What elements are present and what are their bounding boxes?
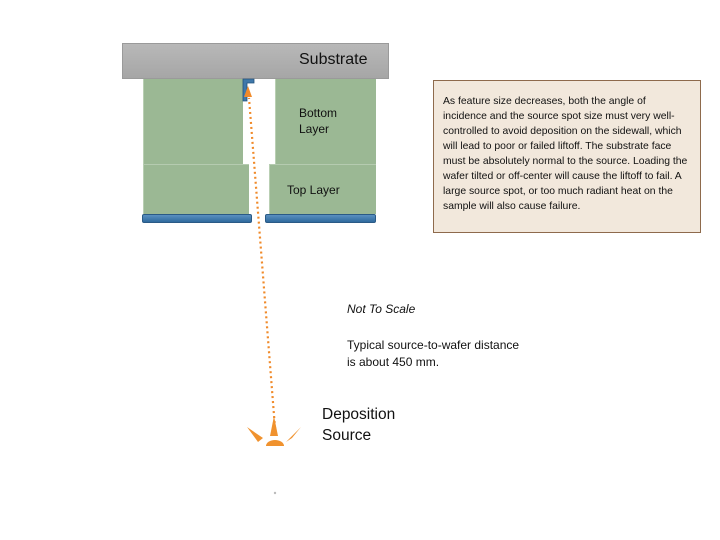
- bottom-layer-left: [143, 79, 243, 164]
- substrate-block: [122, 43, 389, 79]
- note-text: As feature size decreases, both the angl…: [443, 96, 688, 212]
- deposition-ray: [247, 97, 277, 429]
- bottom-layer-label: Bottom Layer: [299, 106, 338, 136]
- bottom-layer-right: [275, 79, 376, 164]
- sidewall-deposit: [242, 78, 255, 102]
- not-to-scale-label: Not To Scale: [347, 302, 416, 316]
- top-layer-label: Top Layer: [287, 183, 340, 197]
- deposition-source-label: Deposition Source: [322, 406, 396, 444]
- top-layer-left: [143, 164, 249, 214]
- resist-bar-right: [265, 214, 376, 223]
- sunburst-icon: [247, 416, 301, 446]
- resist-bar-left: [142, 214, 252, 223]
- note-box: As feature size decreases, both the angl…: [433, 80, 701, 233]
- substrate-label: Substrate: [299, 51, 368, 68]
- distance-note: Typical source-to-wafer distance is abou…: [347, 338, 520, 369]
- source-point-marker: [273, 491, 277, 495]
